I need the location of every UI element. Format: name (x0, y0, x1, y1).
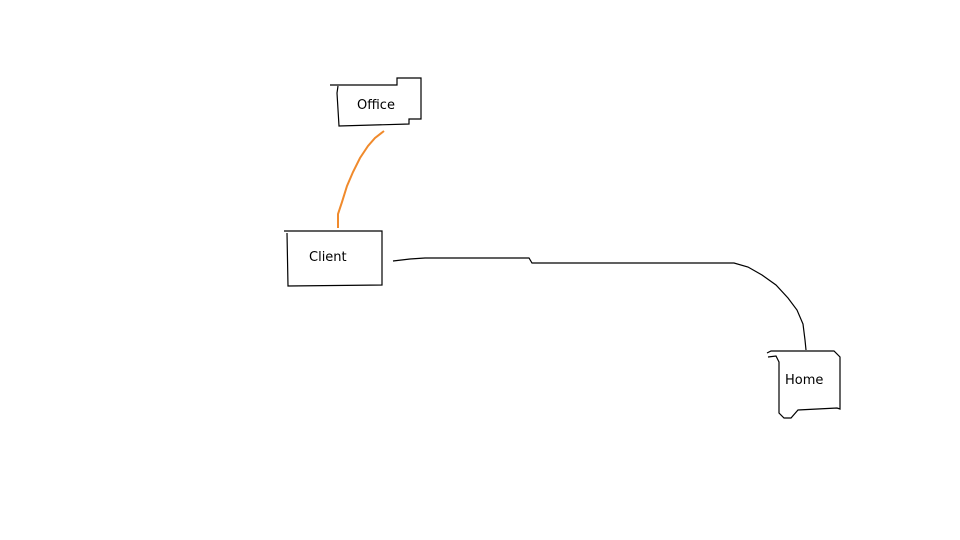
home-node: Home (766, 350, 841, 419)
home-node-box (766, 350, 841, 419)
client-node-box (284, 230, 383, 287)
client-node: Client (284, 230, 383, 287)
office-node-label: Office (357, 98, 395, 113)
home-node-label: Home (785, 373, 823, 388)
client-node-label: Client (309, 250, 347, 265)
office-node: Office (330, 77, 422, 127)
client-home-link (392, 257, 807, 351)
office-node-box (330, 77, 422, 127)
client-office-link (337, 130, 385, 228)
